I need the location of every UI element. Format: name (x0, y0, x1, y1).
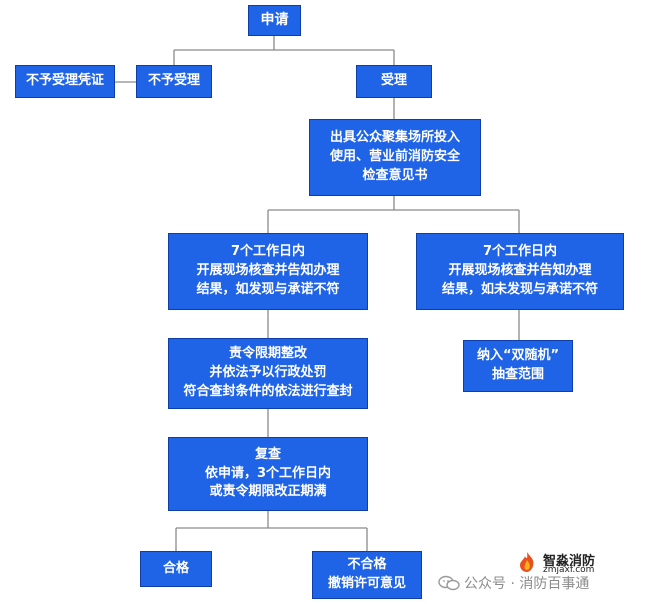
random-line-2: 抽查范围 (491, 367, 544, 382)
opinion-line-3: 检查意见书 (362, 167, 428, 183)
fail-line-2: 撤销许可意见 (327, 576, 406, 591)
right-check-line-1: 7个工作日内 (482, 244, 558, 260)
rectify-line-3: 符合查封条件的依法进行查封 (183, 383, 353, 399)
right-check-node: 7个工作日内 开展现场核查并告知办理 结果，如未发现与承诺不符 (416, 233, 624, 310)
left-check-line-3: 结果，如发现与承诺不符 (196, 281, 340, 297)
accept-node: 受理 (356, 65, 432, 98)
review-line-2: 依申请，3个工作日内 (204, 465, 332, 481)
wechat-icon (438, 575, 460, 591)
random-check-node: 纳入“双随机” 抽查范围 (463, 340, 573, 392)
brand-watermark: 智淼消防 zmjaxf.com (516, 551, 636, 575)
pass-node: 合格 (140, 551, 212, 587)
review-line-3: 或责令期限改正期满 (209, 484, 327, 500)
brand-url: zmjaxf.com (543, 565, 595, 575)
pass-label: 合格 (162, 560, 189, 576)
apply-label: 申请 (260, 12, 289, 28)
review-line-1: 复查 (254, 446, 281, 462)
fail-line-1: 不合格 (347, 557, 387, 573)
review-node: 复查 依申请，3个工作日内 或责令期限改正期满 (168, 437, 368, 511)
opinion-line-2: 使用、营业前消防安全 (329, 149, 460, 165)
fail-node: 不合格 撤销许可意见 (312, 551, 422, 599)
rectify-node: 责令限期整改 并依法予以行政处罚 符合查封条件的依法进行查封 (168, 338, 368, 409)
no-accept-node: 不予受理 (136, 65, 212, 98)
no-accept-cert-label: 不予受理凭证 (25, 73, 104, 89)
rectify-line-2: 并依法予以行政处罚 (209, 365, 327, 381)
left-check-node: 7个工作日内 开展现场核查并告知办理 结果，如发现与承诺不符 (168, 233, 368, 310)
right-check-line-3: 结果，如未发现与承诺不符 (441, 281, 598, 297)
opinion-node: 出具公众聚集场所投入 使用、营业前消防安全 检查意见书 (309, 119, 481, 196)
apply-node: 申请 (248, 5, 301, 36)
left-check-line-2: 开展现场核查并告知办理 (196, 263, 340, 279)
wechat-account-label: 公众号 · 消防百事通 (464, 576, 590, 592)
left-check-line-1: 7个工作日内 (230, 244, 306, 260)
rectify-line-1: 责令限期整改 (228, 346, 307, 362)
right-check-line-2: 开展现场核查并告知办理 (448, 263, 592, 279)
brand-name: 智淼消防 (543, 554, 596, 569)
opinion-line-1: 出具公众聚集场所投入 (329, 130, 460, 146)
wechat-watermark: 公众号 · 消防百事通 (438, 573, 589, 593)
accept-label: 受理 (380, 73, 407, 89)
flame-logo-icon (520, 552, 534, 572)
no-accept-cert-node: 不予受理凭证 (15, 65, 115, 98)
random-line-1: 纳入“双随机” (476, 348, 560, 364)
no-accept-label: 不予受理 (147, 73, 200, 89)
